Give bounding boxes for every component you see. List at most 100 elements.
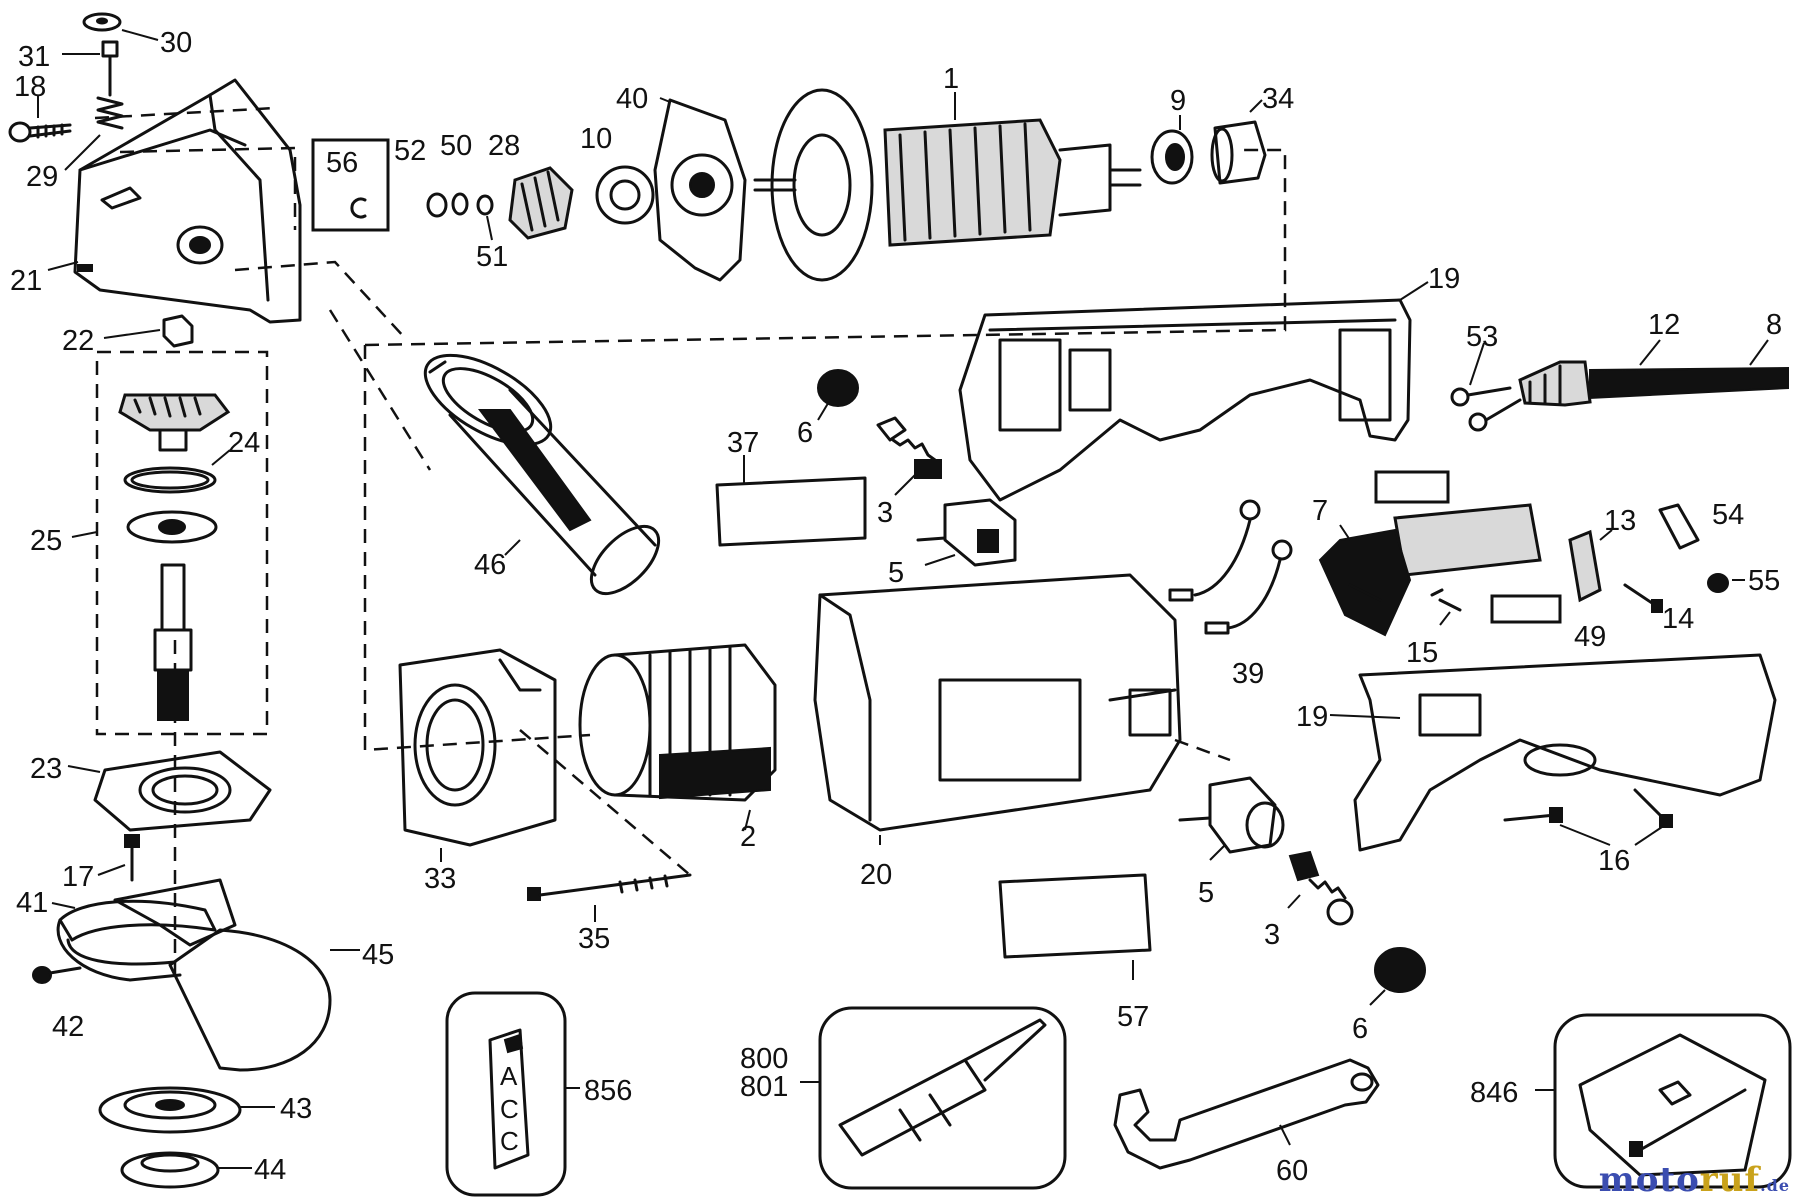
part-label-41: 41	[16, 887, 48, 919]
part-6-brush-cap-bottom: 6	[1352, 947, 1426, 1045]
part-800-801-kit: 800 801	[740, 1006, 1067, 1190]
part-10-bearing: 10	[580, 123, 655, 225]
part-35-screw: 35	[527, 873, 692, 955]
part-label-35: 35	[578, 923, 610, 955]
part-57-label: 57	[998, 873, 1152, 1033]
part-6-brush-cap-top: 6	[797, 369, 859, 449]
part-label-24: 24	[228, 427, 260, 459]
part-label-801: 801	[740, 1071, 788, 1103]
parts-52-50-51-28: 52 50 51 28	[394, 130, 574, 273]
part-42-screw: 42	[32, 966, 84, 1043]
part-label-29: 29	[26, 161, 58, 193]
part-39-lead-wires: 39	[1168, 499, 1293, 690]
part-856-accessory-tag: A C C 856	[445, 991, 632, 1197]
part-label-14: 14	[1662, 603, 1694, 635]
part-label-846: 846	[1470, 1077, 1518, 1109]
part-label-2: 2	[740, 821, 756, 853]
part-label-43: 43	[280, 1093, 312, 1125]
part-label-49: 49	[1574, 621, 1606, 653]
part-label-25: 25	[30, 525, 62, 557]
part-label-9: 9	[1170, 85, 1186, 117]
part-label-7: 7	[1312, 495, 1328, 527]
watermark-logo: motoruf.de	[1599, 1160, 1790, 1200]
part-label-10: 10	[580, 123, 612, 155]
part-60-wrench: 60	[1113, 1058, 1380, 1187]
assembly-guide-lines	[94, 106, 1287, 980]
part-label-50: 50	[440, 130, 472, 162]
part-22-nut: 22	[62, 314, 194, 357]
part-3-brush-top: 3	[876, 416, 942, 529]
part-8-power-cord: 8	[1589, 309, 1789, 400]
part-label-1: 1	[943, 63, 959, 95]
part-label-37: 37	[727, 427, 759, 459]
part-label-53: 53	[1466, 321, 1498, 353]
part-3-brush-bottom: 3	[1264, 850, 1354, 951]
part-label-16: 16	[1598, 845, 1630, 877]
part-33-end-cap: 33	[398, 648, 557, 895]
part-label-5-bottom: 5	[1198, 877, 1214, 909]
part-label-60: 60	[1276, 1155, 1308, 1187]
part-45-wheel-guard: 45	[113, 878, 394, 1072]
part-13-cord-clamp: 13	[1568, 505, 1636, 603]
part-31-screw: 31	[18, 40, 119, 97]
part-54-block: 54	[1658, 499, 1744, 550]
part-label-19-top: 19	[1428, 263, 1460, 295]
part-label-21: 21	[10, 265, 42, 297]
part-17-screw: 17	[62, 834, 140, 893]
part-37-label: 37	[715, 427, 867, 547]
part-label-15: 15	[1406, 637, 1438, 669]
part-label-42: 42	[52, 1011, 84, 1043]
part-56-retaining-ring: 56	[311, 138, 390, 232]
part-label-33: 33	[424, 863, 456, 895]
part-21-gear-case: 21	[10, 78, 302, 324]
part-16-screws: 16	[1503, 788, 1673, 877]
part-label-8: 8	[1766, 309, 1782, 341]
part-25-spindle-kit: 24 25	[30, 350, 269, 736]
part-label-5-top: 5	[888, 557, 904, 589]
part-label-51: 51	[476, 241, 508, 273]
watermark-brand-a: moto	[1598, 1160, 1700, 1200]
part-55-screw: 55	[1707, 565, 1780, 597]
part-label-18: 18	[14, 71, 46, 103]
part-label-28: 28	[488, 130, 520, 162]
part-15-screw: 15	[1406, 588, 1462, 669]
part-20-motor-housing: 20	[813, 573, 1182, 891]
part-label-39: 39	[1232, 658, 1264, 690]
part-44-nut: 44	[120, 1151, 286, 1189]
part-7-switch: 7	[1312, 470, 1542, 637]
part-5-brush-holder-bottom: 5	[1178, 776, 1285, 909]
part-label-52: 52	[394, 135, 426, 167]
part-1-armature: 1	[753, 63, 1142, 282]
part-label-40: 40	[616, 83, 648, 115]
part-14-screw: 14	[1623, 583, 1694, 635]
part-2-field-coil: 2	[578, 643, 777, 853]
part-label-55: 55	[1748, 565, 1780, 597]
part-29-spring: 29	[26, 96, 124, 193]
part-label-34: 34	[1262, 83, 1294, 115]
part-53-terminals: 53	[1450, 321, 1522, 432]
part-label-20: 20	[860, 859, 892, 891]
part-label-54: 54	[1712, 499, 1744, 531]
part-label-3-top: 3	[877, 497, 893, 529]
part-label-56: 56	[326, 147, 358, 179]
part-label-856: 856	[584, 1075, 632, 1107]
part-34-bearing-cup: 34	[1210, 83, 1294, 185]
part-41-guard-clamp: 41	[16, 887, 217, 982]
part-49-label: 49	[1490, 594, 1606, 653]
part-label-12: 12	[1648, 309, 1680, 341]
watermark-tld: .de	[1760, 1176, 1790, 1195]
part-846-parts-bag: 846	[1470, 1013, 1792, 1189]
part-label-57: 57	[1117, 1001, 1149, 1033]
part-label-17: 17	[62, 861, 94, 893]
part-19-handle-bottom: 19	[1296, 653, 1777, 852]
part-label-3-bottom: 3	[1264, 919, 1280, 951]
acc-tag-letter-c2: C	[500, 1126, 519, 1156]
part-12-cord-protector: 12	[1518, 309, 1680, 407]
part-40-baffle: 40	[616, 83, 747, 282]
part-18-screw: 18	[8, 71, 72, 143]
part-23-bearing-plate: 23	[30, 750, 272, 832]
part-label-6-bottom: 6	[1352, 1013, 1368, 1045]
part-label-30: 30	[160, 27, 192, 59]
part-label-45: 45	[362, 939, 394, 971]
